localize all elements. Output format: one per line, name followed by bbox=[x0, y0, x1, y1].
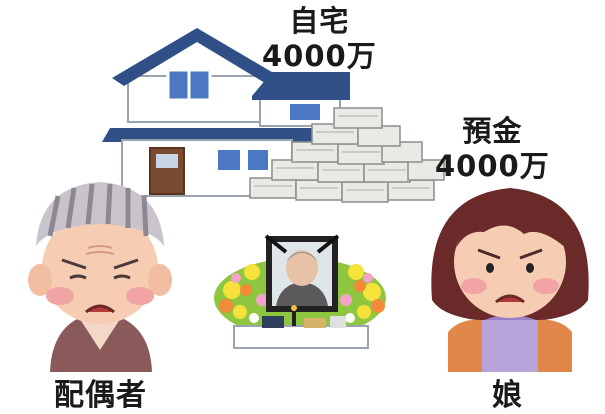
spouse-illustration bbox=[28, 182, 172, 372]
deposit-label: 預金 bbox=[462, 114, 523, 148]
house-amount: 4000万 bbox=[262, 39, 377, 73]
deposit-caption: 預金 4000万 bbox=[435, 114, 550, 184]
money-stack-illustration bbox=[249, 107, 445, 203]
house-label: 自宅 bbox=[289, 4, 350, 38]
daughter-illustration bbox=[431, 188, 589, 372]
deposit-amount: 4000万 bbox=[435, 149, 550, 183]
daughter-label: 娘 bbox=[492, 378, 523, 413]
house-caption: 自宅 4000万 bbox=[262, 4, 377, 74]
funeral-altar-illustration bbox=[214, 234, 386, 349]
spouse-label: 配偶者 bbox=[54, 378, 147, 413]
